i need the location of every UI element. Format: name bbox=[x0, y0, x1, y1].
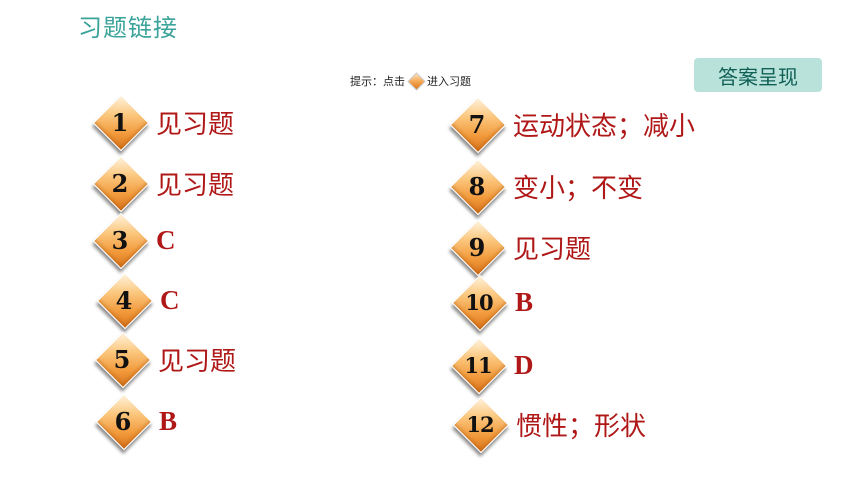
diamond-icon[interactable]: 7 bbox=[449, 96, 507, 154]
question-number: 10 bbox=[465, 289, 493, 315]
question-link-4[interactable]: 4 C bbox=[96, 272, 180, 330]
question-number: 12 bbox=[466, 411, 494, 437]
diamond-icon[interactable]: 9 bbox=[449, 219, 507, 277]
question-number: 8 bbox=[468, 171, 486, 201]
answer-text: C bbox=[156, 224, 176, 255]
question-link-1[interactable]: 1 见习题 bbox=[92, 94, 235, 152]
answer-text: 变小；不变 bbox=[513, 173, 644, 204]
question-link-2[interactable]: 2 见习题 bbox=[92, 155, 235, 213]
question-link-9[interactable]: 9 见习题 bbox=[449, 219, 592, 277]
question-number: 6 bbox=[114, 406, 132, 436]
question-link-10[interactable]: 10 B bbox=[451, 274, 534, 332]
diamond-icon[interactable]: 8 bbox=[449, 158, 507, 216]
question-number: 1 bbox=[111, 107, 129, 137]
answer-text: D bbox=[514, 349, 534, 380]
hint-prefix: 提示：点击 bbox=[350, 75, 405, 88]
question-link-11[interactable]: 11 D bbox=[450, 337, 534, 395]
question-number: 4 bbox=[115, 285, 133, 315]
diamond-icon[interactable]: 2 bbox=[92, 155, 150, 213]
diamond-icon[interactable]: 11 bbox=[450, 337, 508, 395]
answer-text: 运动状态；减小 bbox=[513, 111, 696, 142]
hint-text: 提示：点击 进入习题 bbox=[350, 72, 471, 90]
question-number: 5 bbox=[113, 344, 131, 374]
answer-text: C bbox=[160, 284, 180, 315]
question-link-6[interactable]: 6 B bbox=[95, 393, 178, 451]
question-number: 11 bbox=[464, 352, 492, 378]
question-number: 9 bbox=[468, 232, 486, 262]
question-link-5[interactable]: 5 见习题 bbox=[94, 331, 237, 389]
diamond-icon bbox=[408, 73, 425, 89]
diamond-icon[interactable]: 5 bbox=[94, 331, 152, 389]
question-link-12[interactable]: 12 惯性；形状 bbox=[452, 396, 647, 454]
diamond-icon[interactable]: 1 bbox=[92, 94, 150, 152]
diamond-icon[interactable]: 6 bbox=[95, 393, 153, 451]
question-link-3[interactable]: 3 C bbox=[92, 212, 176, 270]
question-link-8[interactable]: 8 变小；不变 bbox=[449, 158, 644, 216]
answer-text: B bbox=[515, 286, 534, 317]
answer-text: 见习题 bbox=[513, 234, 592, 265]
diamond-icon[interactable]: 4 bbox=[96, 272, 154, 330]
question-number: 2 bbox=[111, 168, 129, 198]
answer-text: B bbox=[159, 405, 178, 436]
answer-text: 见习题 bbox=[158, 346, 237, 377]
question-link-7[interactable]: 7 运动状态；减小 bbox=[449, 96, 696, 154]
answer-text: 见习题 bbox=[156, 170, 235, 201]
diamond-icon[interactable]: 12 bbox=[452, 396, 510, 454]
show-answers-button[interactable]: 答案呈现 bbox=[694, 58, 822, 92]
question-number: 7 bbox=[468, 109, 486, 139]
hint-suffix: 进入习题 bbox=[427, 75, 471, 88]
answer-text: 惯性；形状 bbox=[516, 411, 647, 442]
answer-text: 见习题 bbox=[156, 109, 235, 140]
page-title: 习题链接 bbox=[78, 14, 178, 42]
diamond-icon[interactable]: 3 bbox=[92, 212, 150, 270]
diamond-icon[interactable]: 10 bbox=[451, 274, 509, 332]
question-number: 3 bbox=[111, 225, 129, 255]
